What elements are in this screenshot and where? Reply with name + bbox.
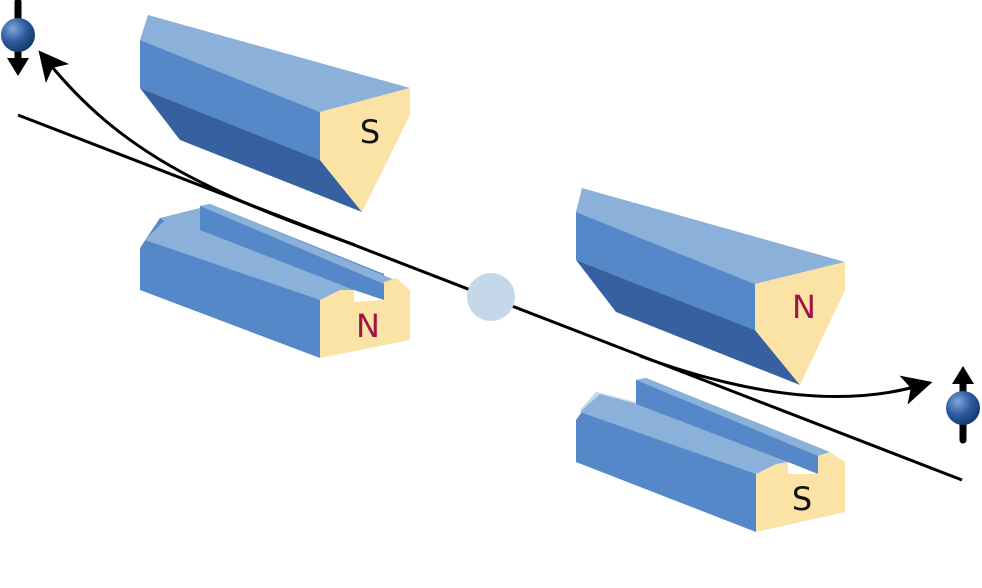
left-lower-magnet-top-left [160, 208, 200, 230]
left-upper-magnet: S [140, 15, 410, 212]
right-upper-magnet-pole-face [755, 262, 845, 385]
right-lower-magnet-groove-top [636, 378, 830, 456]
right-upper-pole-label: N [792, 288, 816, 326]
spin-down-particle-icon [1, 0, 35, 76]
right-upper-magnet-bevel [576, 260, 800, 385]
left-upper-pole-label: S [360, 113, 380, 151]
right-upper-magnet-top [576, 188, 845, 284]
right-lower-pole-label: S [792, 480, 812, 518]
left-lower-magnet-groove-wall [200, 204, 384, 302]
right-lower-magnet: S [576, 378, 845, 532]
left-lower-magnet: N [140, 204, 410, 358]
right-lower-magnet-body [576, 392, 756, 532]
left-upper-magnet-bevel [140, 88, 362, 212]
right-upper-magnet: N [576, 188, 845, 385]
deflected-down-beam-path [639, 354, 933, 405]
right-lower-magnet-pole-face [756, 452, 845, 532]
right-upper-magnet-front [576, 212, 755, 330]
left-lower-magnet-pole-face [320, 278, 410, 358]
right-lower-magnet-top-strip [580, 394, 788, 474]
left-upper-magnet-pole-face [320, 88, 410, 212]
left-lower-magnet-groove-top [200, 204, 395, 284]
spin-up-particle-icon [946, 366, 980, 444]
left-upper-magnet-top [140, 15, 410, 112]
left-lower-magnet-top-strip [145, 220, 354, 300]
left-lower-pole-label: N [356, 307, 380, 345]
deflected-up-beam-path [38, 50, 356, 247]
right-lower-magnet-groove-wall [636, 378, 818, 474]
left-upper-magnet-front [140, 40, 320, 160]
neutral-particle-icon [467, 273, 515, 321]
